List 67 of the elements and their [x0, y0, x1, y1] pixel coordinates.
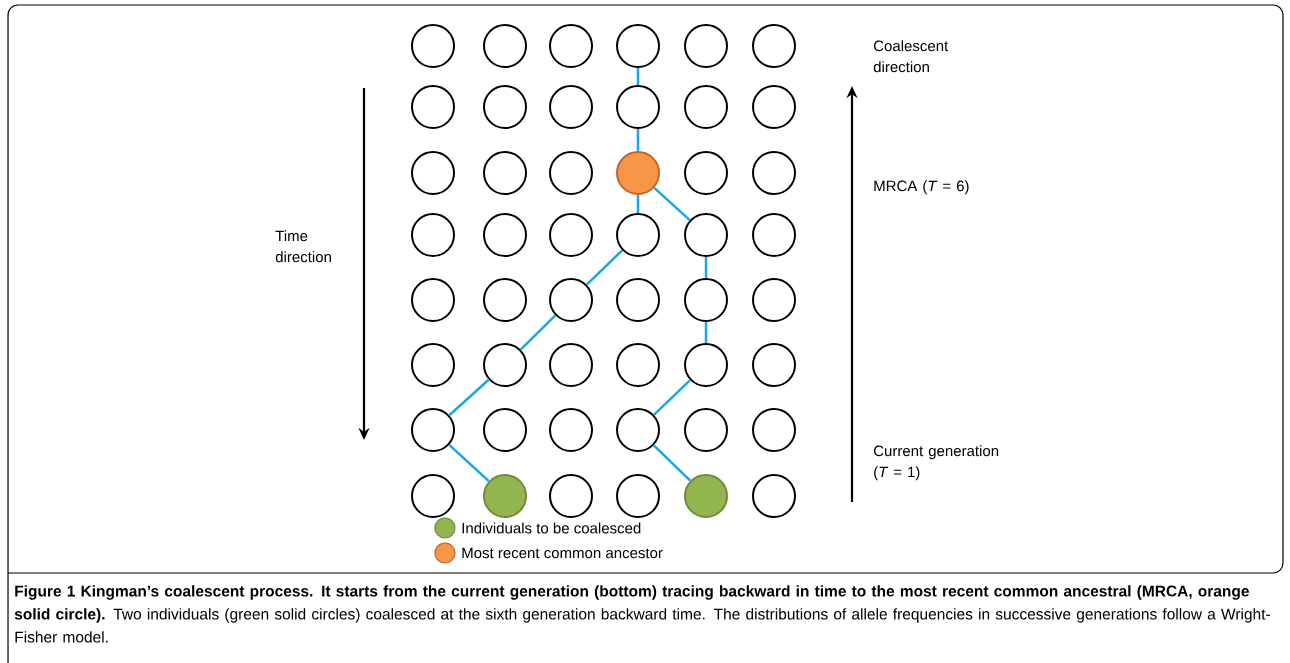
circle [411, 85, 455, 129]
circle [752, 278, 796, 322]
connector-line [653, 379, 691, 416]
circle [616, 343, 660, 387]
axis-label: Current generation (T = 1) [874, 445, 999, 481]
connector-line [704, 322, 708, 343]
circle [411, 343, 455, 387]
circle [549, 85, 593, 129]
circle [752, 343, 796, 387]
filled-circle [483, 474, 527, 518]
circle [616, 24, 660, 68]
connector-line [636, 195, 640, 213]
circle [684, 343, 728, 387]
legend-text: Most recent common ancestor [462, 547, 663, 559]
circle [483, 151, 527, 195]
circle [752, 474, 796, 518]
circle [684, 213, 728, 257]
circle [616, 85, 660, 129]
connector-line [585, 249, 624, 286]
circle [549, 343, 593, 387]
circle [411, 24, 455, 68]
circle [549, 213, 593, 257]
circle [684, 24, 728, 68]
connector-line [652, 444, 692, 482]
connector-line [448, 443, 490, 483]
filled-circle [616, 151, 660, 195]
connector-line [653, 186, 691, 222]
circle [752, 408, 796, 452]
circle [616, 474, 660, 518]
circle [411, 278, 455, 322]
circle [549, 278, 593, 322]
connector-line [704, 257, 708, 278]
circle [483, 24, 527, 68]
circle [549, 408, 593, 452]
axis-label: MRCA (T = 6) [874, 180, 969, 195]
connector-line [519, 314, 557, 351]
connector-line [636, 68, 640, 85]
circle [549, 151, 593, 195]
circle [752, 213, 796, 257]
axis-label: Coalescent direction [873, 40, 949, 73]
circle [684, 278, 728, 322]
figure-caption: Figure 1 Kingman’s coalescent process. It starts from the current generation (bottom) tracing backward in time to the most recent common ancestral (MRCA, orange solid circle). Two individuals (green solid circles) coalesced at the sixth generation backward time. The distributions of allele frequencies in successive generations follow a Wright-Fisher model. [14, 585, 1270, 643]
circle [549, 474, 593, 518]
legend-text: Individuals to be coalesced [462, 522, 641, 534]
circle [483, 343, 527, 387]
circle [616, 408, 660, 452]
circle [616, 278, 660, 322]
circle [483, 213, 527, 257]
circle [411, 408, 455, 452]
circle [483, 278, 527, 322]
circle [684, 408, 728, 452]
circle [752, 85, 796, 129]
circle [411, 474, 455, 518]
connector-line [448, 378, 490, 417]
circle [684, 85, 728, 129]
circle [684, 151, 728, 195]
connector-line [636, 129, 640, 151]
circle [411, 213, 455, 257]
circle [483, 408, 527, 452]
circle [483, 85, 527, 129]
circle [411, 151, 455, 195]
axis-label: Time direction [275, 230, 331, 263]
circle [549, 24, 593, 68]
circle [752, 24, 796, 68]
circle [616, 213, 660, 257]
filled-circle [684, 474, 728, 518]
circle [752, 151, 796, 195]
